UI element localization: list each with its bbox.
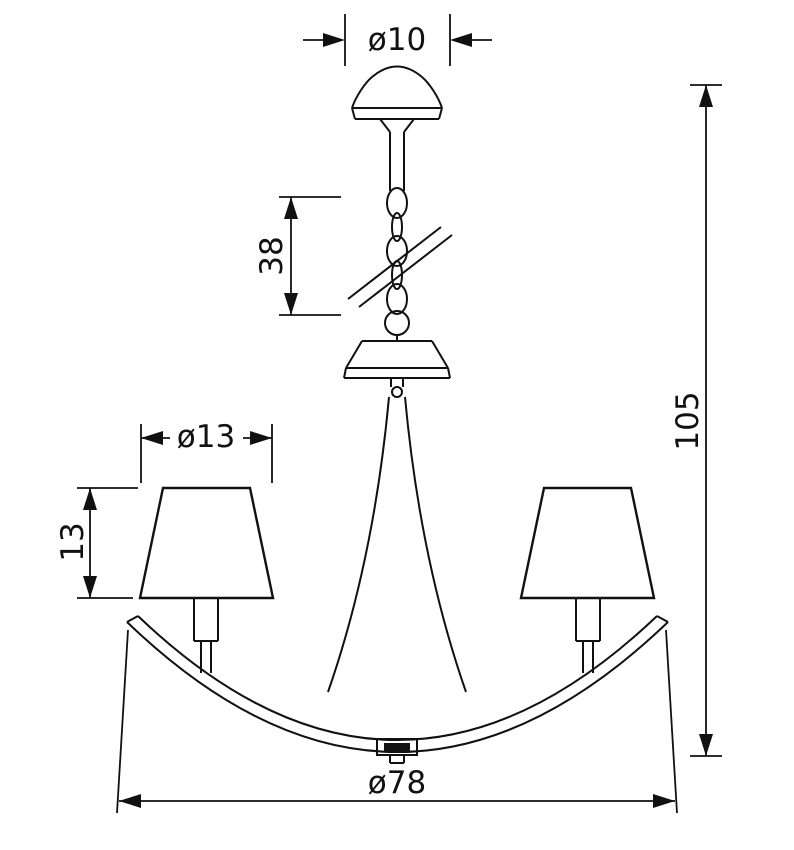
dimension-shade-diameter: ø13 (140, 419, 273, 483)
suspension-ring (384, 310, 410, 341)
dim-arrowhead (284, 197, 298, 219)
dim-arrowhead (699, 734, 713, 756)
chain-break-marks (347, 226, 453, 308)
bottom-finial (376, 738, 418, 764)
dim-arrowhead (83, 488, 97, 510)
dim-arrowhead (450, 33, 472, 47)
dimension-canopy-diameter: ø10 (303, 14, 492, 66)
dimension-label-overall-diameter: ø78 (368, 765, 426, 801)
dimension-label-chain-length: 38 (254, 236, 290, 275)
body-cone (343, 340, 451, 398)
frame-arc (126, 615, 669, 753)
hanging-chain (386, 187, 408, 315)
dimension-shade-height: 13 (55, 487, 138, 599)
dimension-label-canopy-diameter: ø10 (368, 22, 426, 58)
left-lampshade (138, 486, 275, 600)
dim-arrowhead (653, 794, 675, 808)
stem-rod (389, 132, 405, 191)
dimension-chain-length: 38 (254, 196, 341, 316)
dim-arrowhead (119, 794, 141, 808)
dimension-label-shade-diameter: ø13 (177, 419, 235, 455)
right-candle-holder (575, 598, 601, 673)
dim-arrowhead (699, 85, 713, 107)
dim-arrowhead (284, 293, 298, 315)
dimension-label-total-height: 105 (670, 391, 706, 450)
dim-arrowhead (83, 576, 97, 598)
ceiling-canopy (351, 65, 443, 133)
dim-arrowhead (323, 33, 345, 47)
dimension-label-shade-height: 13 (55, 522, 91, 561)
dimension-overall-diameter: ø78 (116, 629, 678, 814)
right-lampshade (519, 486, 656, 600)
dim-arrowhead (250, 431, 272, 445)
dim-arrowhead (141, 431, 163, 445)
central-supports (327, 396, 467, 693)
left-candle-holder (193, 598, 219, 673)
dimension-total-height: 105 (670, 84, 722, 757)
